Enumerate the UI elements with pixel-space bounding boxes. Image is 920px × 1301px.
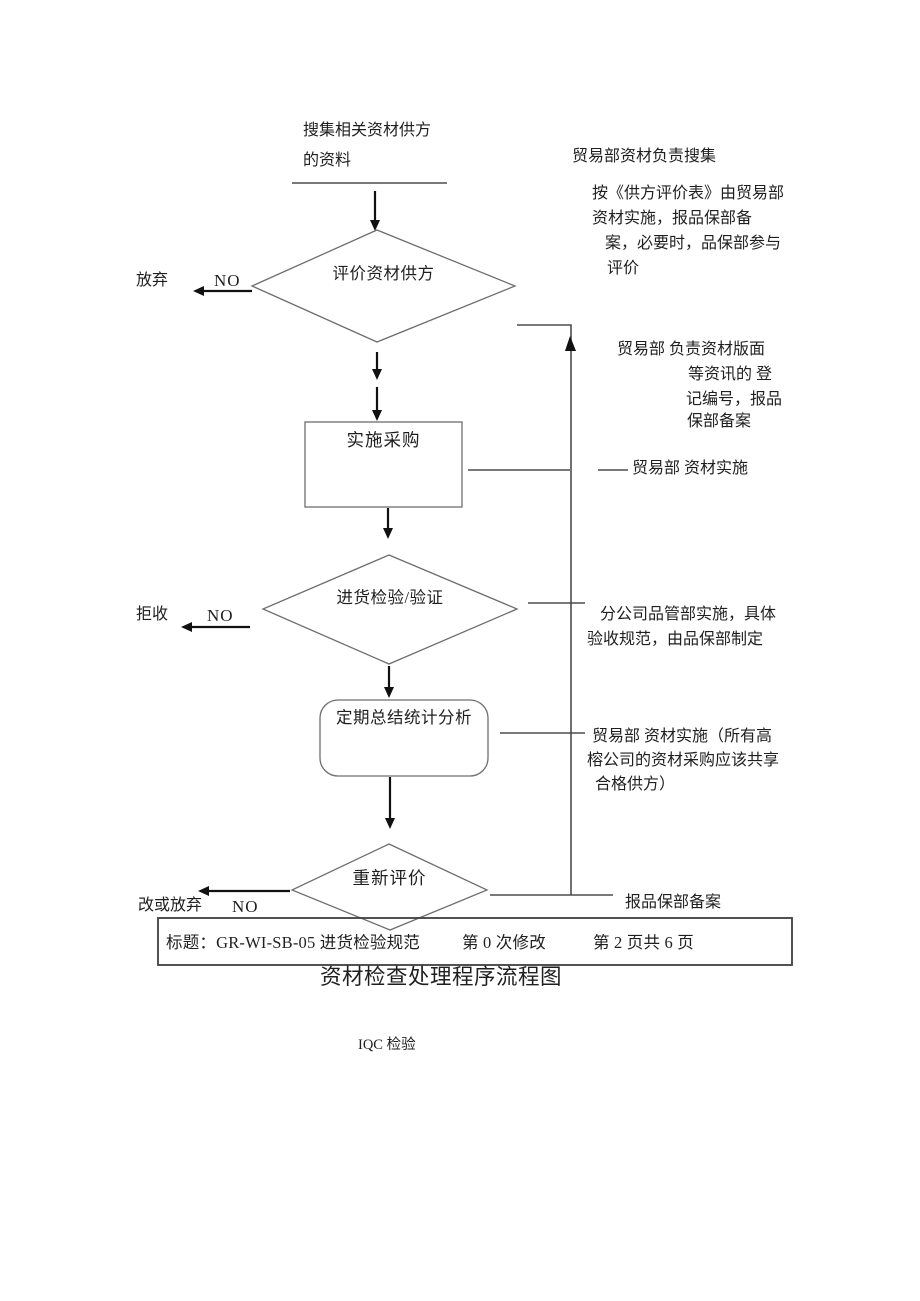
arrowhead-no-reject: [181, 622, 192, 632]
process-purchase-label: 实施采购: [346, 430, 421, 450]
decision-reevaluate-label: 重新评价: [352, 868, 427, 888]
annotation-evaluate-line1: 按《供方评价表》由贸易部: [592, 185, 785, 202]
arrowhead-purchase-to-inspect: [383, 528, 393, 539]
arrowhead-evaluate-to-purchase-1: [372, 369, 382, 380]
decision-evaluate-supplier-label: 评价资材供方: [332, 264, 435, 283]
process-purchase: [304, 421, 463, 508]
reject-label: 拒收: [136, 606, 169, 623]
flowchart-caption: 资材检查处理程序流程图: [320, 965, 563, 989]
iqc-footnote: IQC 检验: [358, 1037, 416, 1053]
arrowhead-no-abandon: [193, 286, 204, 296]
annotation-summary-line2: 榕公司的资材采购应该共享: [587, 752, 780, 769]
decision-incoming-inspection: [261, 554, 519, 665]
titlebar-page-info: 第 2 页共 6 页: [593, 933, 694, 952]
annotation-purchase-note: 贸易部 资材实施: [632, 460, 749, 477]
arrowhead-inspect-to-summary: [384, 687, 394, 698]
annotation-collect: 贸易部资材负责搜集: [572, 148, 717, 165]
titlebar-revision: 第 0 次修改: [462, 933, 546, 952]
feedback-line: [517, 324, 572, 895]
titlebar-title: 标题：GR-WI-SB-05 进货检验规范: [166, 933, 420, 952]
change-or-abandon-label: 改或放弃: [138, 897, 203, 914]
abandon-label: 放弃: [136, 272, 169, 289]
annotation-summary-line3: 合格供方）: [595, 776, 676, 793]
process-summary-analysis: [319, 699, 489, 777]
annotation-report-note: 报品保部备案: [625, 894, 722, 911]
annotation-register-line1: 贸易部 负责资材版面: [617, 341, 766, 358]
title-bar-frame: [157, 917, 793, 966]
annotation-evaluate-line3: 案，必要时，品保部参与: [605, 235, 782, 252]
annotation-register-line4: 保部备案: [687, 413, 752, 430]
decision-evaluate-supplier: [250, 229, 517, 343]
no-label-2: NO: [207, 606, 234, 625]
annotation-evaluate-line4: 评价: [607, 260, 640, 277]
annotation-inspect-line1: 分公司品管部实施，具体: [600, 606, 777, 623]
no-label-1: NO: [214, 271, 241, 290]
start-node-label-line1: 搜集相关资材供方: [303, 122, 432, 139]
annotation-register-line3: 记编号，报品: [686, 391, 783, 408]
arrowhead-no-change-abandon: [198, 886, 209, 896]
decision-reevaluate: [290, 843, 489, 931]
annotation-summary-line1: 贸易部 资材实施（所有高: [592, 728, 773, 745]
arrowhead-summary-to-reevaluate: [385, 818, 395, 829]
arrowhead-evaluate-to-purchase-2: [372, 410, 382, 421]
start-node-label-line2: 的资料: [303, 152, 352, 169]
annotation-inspect-line2: 验收规范，由品保部制定: [587, 631, 764, 648]
process-summary-analysis-label: 定期总结统计分析: [336, 708, 472, 727]
annotation-evaluate-line2: 资材实施，报品保部备: [592, 210, 753, 227]
arrowhead-start-to-evaluate: [370, 220, 380, 231]
annotation-register-line2: 等资讯的 登: [688, 366, 773, 383]
no-label-3: NO: [232, 897, 259, 916]
decision-incoming-inspection-label: 进货检验/验证: [336, 588, 444, 607]
arrowhead-feedback-up: [565, 336, 576, 351]
